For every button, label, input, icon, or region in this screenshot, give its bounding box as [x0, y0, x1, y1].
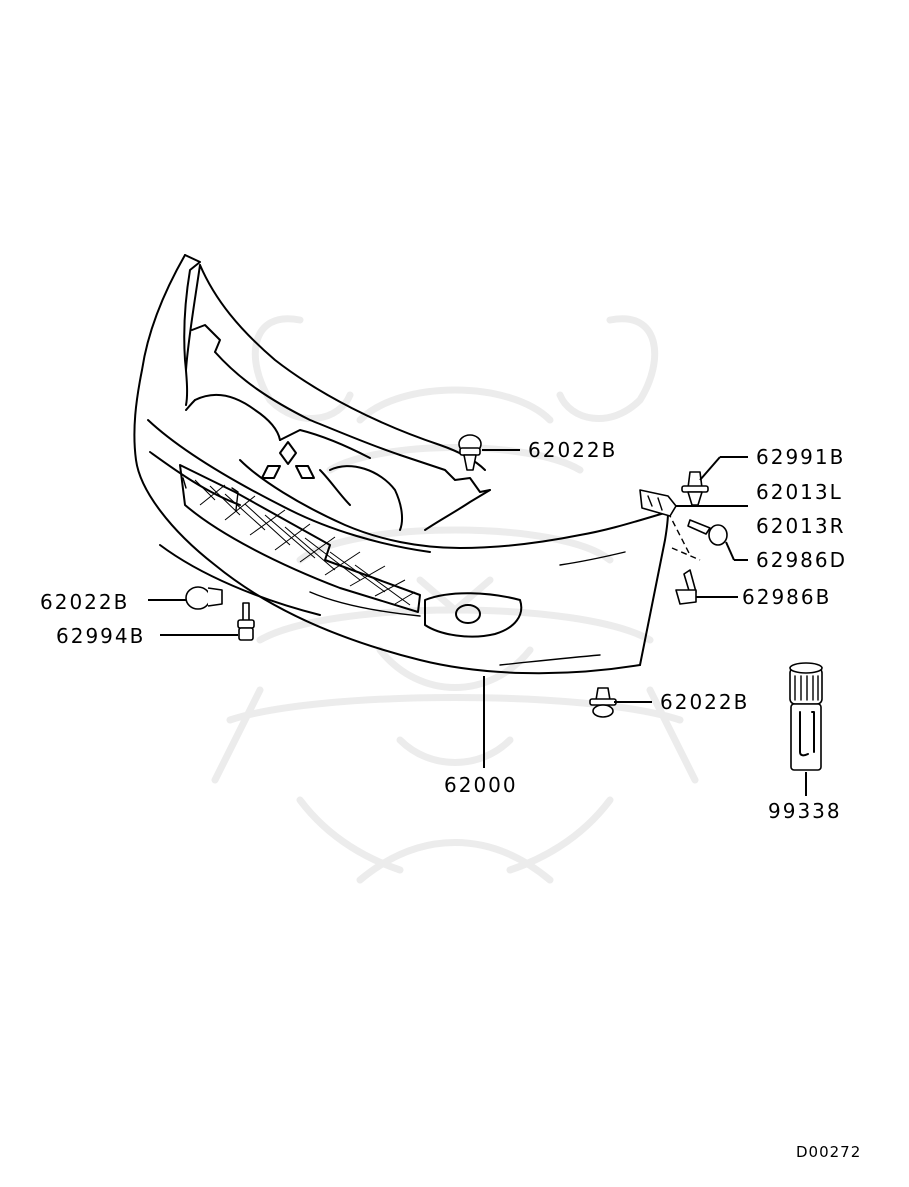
- label-62022b-bottom: 62022B: [660, 690, 749, 714]
- leader-lines: [148, 449, 807, 796]
- label-62000: 62000: [444, 773, 518, 797]
- screw-62986b-drawing: [675, 569, 697, 605]
- label-62991b: 62991B: [756, 445, 845, 469]
- clip-62022b-bottom-drawing: [589, 687, 617, 718]
- samurai-helmet-watermark-icon: [211, 315, 699, 884]
- clip-62991b-drawing: [681, 471, 709, 506]
- label-62986b: 62986B: [742, 585, 831, 609]
- screw-62986d-drawing: [687, 519, 728, 546]
- three-diamond-emblem-icon: [261, 441, 315, 479]
- label-62986d: 62986D: [756, 548, 847, 572]
- label-62013l: 62013L: [756, 480, 843, 504]
- label-99338: 99338: [768, 799, 842, 823]
- clip-62022b-top-drawing: [458, 434, 482, 471]
- label-62022b-left: 62022B: [40, 590, 129, 614]
- lower-grille-mesh: [194, 479, 416, 606]
- front-bumper-drawing: [133, 254, 701, 675]
- bracket-62013-drawing: [639, 489, 677, 517]
- stud-62994b-drawing: [237, 602, 255, 641]
- document-code: D00272: [796, 1143, 861, 1161]
- label-62022b-top: 62022B: [528, 438, 617, 462]
- label-62013r: 62013R: [756, 514, 846, 538]
- clip-62022b-left-drawing: [185, 586, 223, 610]
- label-62994b: 62994B: [56, 624, 145, 648]
- touch-up-paint-bottle-drawing: [789, 662, 823, 771]
